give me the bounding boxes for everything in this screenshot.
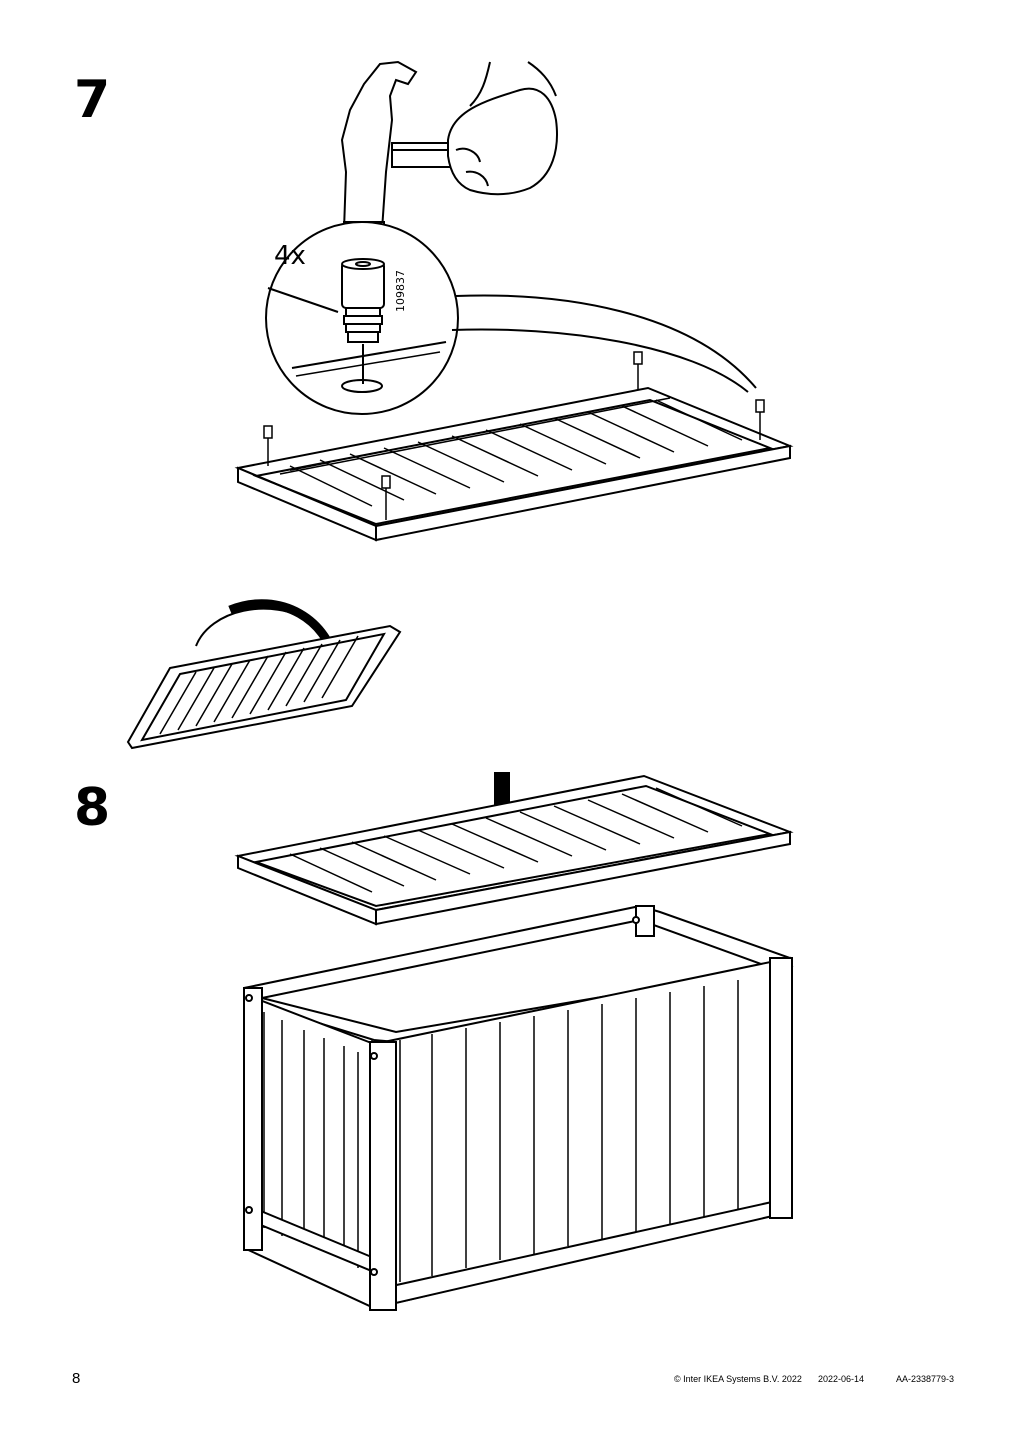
copyright-text: © Inter IKEA Systems B.V. 2022 [674,1374,802,1384]
flipped-lid-panel [126,624,402,750]
step-8-number: 8 [74,778,111,838]
document-id: AA-2338779-3 [896,1374,955,1384]
part-number-label: 109837 [394,270,407,312]
quantity-label: 4x [274,241,306,271]
date-text: 2022-06-14 [818,1374,865,1384]
lid-panel-step8 [234,774,794,926]
hand-icon [447,61,558,196]
lid-slats [289,399,743,507]
dowel-peg-icon [341,258,385,384]
storage-box-frame [243,904,794,1311]
lid-panel [234,386,794,542]
page-number: 8 [72,1370,81,1387]
step-7-number: 7 [74,70,111,130]
detail-magnifier [265,221,757,415]
dowel-pins [263,351,765,520]
lid-slats-step8 [289,787,743,893]
